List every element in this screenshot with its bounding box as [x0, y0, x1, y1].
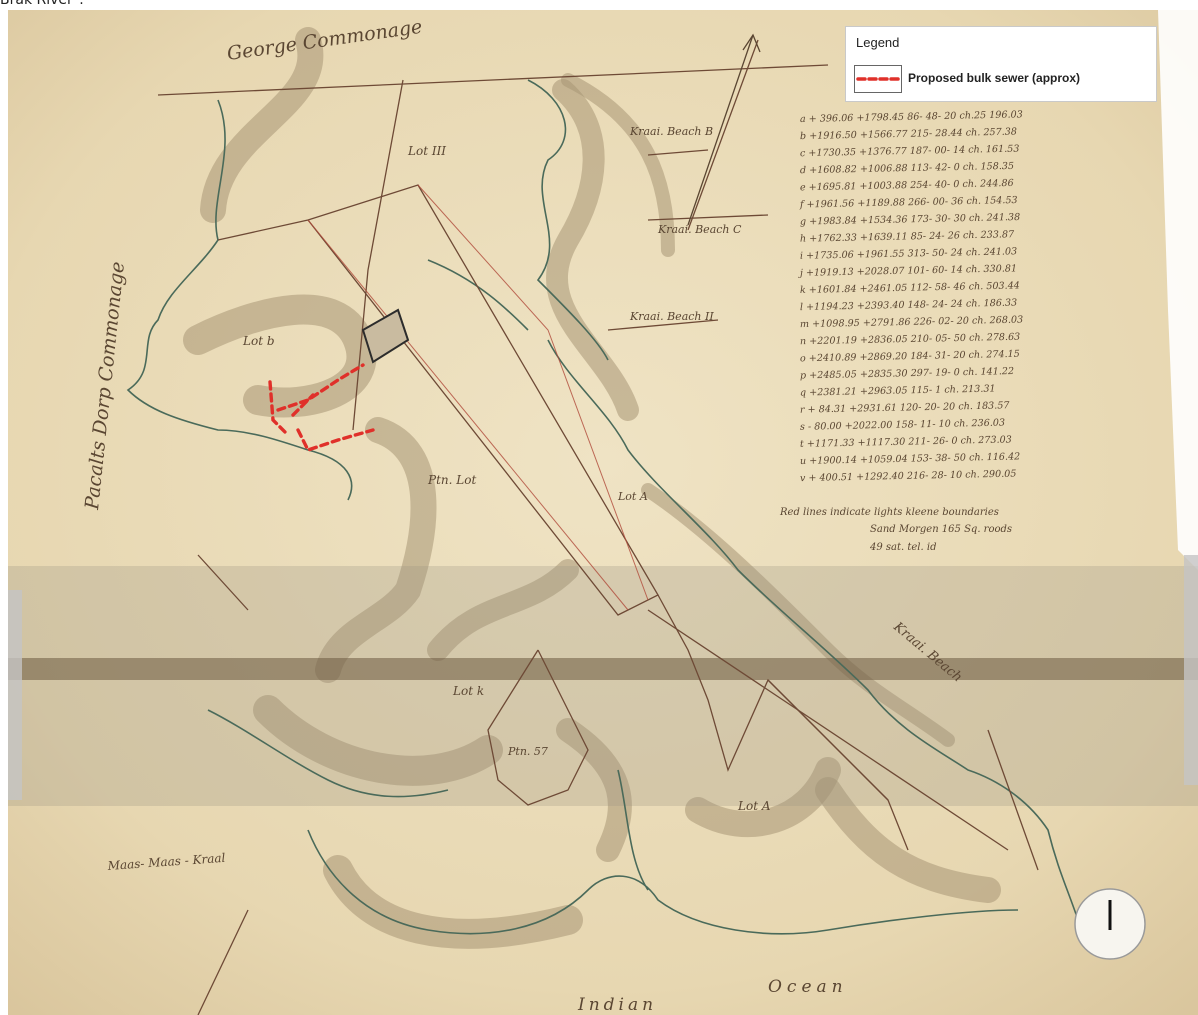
label-kraai-c: Kraai. Beach C — [657, 223, 742, 236]
survey-table-row: l +1194.23 +2393.40 148- 24- 24 ch. 186.… — [800, 298, 1017, 314]
survey-table-row: s - 80.00 +2022.00 158- 11- 10 ch. 236.0… — [800, 418, 1005, 433]
label-lot-iii: Lot III — [407, 144, 446, 158]
survey-table-row: o +2410.89 +2869.20 184- 31- 20 ch. 274.… — [800, 349, 1020, 365]
red-boundaries — [307, 184, 649, 611]
label-lot-b: Lot b — [242, 334, 275, 348]
label-ocean: Ocean — [768, 977, 848, 997]
paper-edge — [1158, 10, 1198, 570]
lot-boundaries — [157, 39, 1039, 1015]
survey-table-row: f +1961.56 +1189.88 266- 00- 36 ch. 154.… — [799, 195, 1018, 211]
page-caption: Brak River". — [0, 0, 84, 8]
label-ptn-lot: Ptn. Lot — [427, 473, 476, 487]
legend-title: Legend — [856, 35, 900, 50]
survey-note-line: 49 sat. tel. id — [869, 542, 936, 553]
map-legend: Legend Proposed bulk sewer (approx) — [845, 26, 1157, 102]
proposed-bulk-sewer — [268, 363, 375, 453]
legend-label-sewer: Proposed bulk sewer (approx) — [908, 71, 1081, 85]
north-arrow-icon — [1074, 888, 1146, 960]
survey-table-row: q +2381.21 +2963.05 115- 1 ch. 213.31 — [800, 384, 996, 399]
survey-note-line: Sand Morgen 165 Sq. roods — [870, 524, 1012, 535]
taped-strip — [8, 566, 1198, 806]
label-ptn-57: Ptn. 57 — [507, 745, 548, 758]
survey-table-row: m +1098.95 +2791.86 226- 02- 20 ch. 268.… — [800, 315, 1023, 331]
survey-table-row: g +1983.84 +1534.36 173- 30- 30 ch. 241.… — [800, 212, 1020, 228]
label-lot-a-low: Lot A — [737, 799, 771, 813]
legend-swatch-sewer — [854, 65, 902, 93]
label-kraai-ii: Kraai. Beach II — [629, 310, 714, 323]
survey-table-row: e +1695.81 +1003.88 254- 40- 0 ch. 244.8… — [800, 178, 1014, 193]
survey-table-row: c +1730.35 +1376.77 187- 00- 14 ch. 161.… — [800, 144, 1020, 160]
survey-table-row: i +1735.06 +1961.55 313- 50- 24 ch. 241.… — [800, 246, 1017, 262]
survey-table-row: r + 84.31 +2931.61 120- 20- 20 ch. 183.5… — [800, 400, 1011, 415]
survey-table-row: u +1900.14 +1059.04 153- 38- 50 ch. 116.… — [800, 451, 1021, 467]
survey-coordinate-table: a + 396.06 +1798.45 86- 48- 20 ch.25 196… — [798, 109, 1023, 484]
survey-table-row: j +1919.13 +2028.07 101- 60- 14 ch. 330.… — [798, 263, 1017, 279]
survey-table-row: n +2201.19 +2836.05 210- 05- 50 ch. 278.… — [800, 332, 1021, 348]
coastline — [126, 79, 1079, 935]
survey-notes: Red lines indicate lights kleene boundar… — [779, 507, 1012, 553]
north-arrow-sketch — [687, 33, 761, 226]
survey-map: George Commonage Pacalts Dorp Commonage … — [8, 10, 1198, 1015]
survey-table-row: d +1608.82 +1006.88 113- 42- 0 ch. 158.3… — [800, 161, 1014, 176]
survey-table-row: h +1762.33 +1639.11 85- 24- 26 ch. 233.8… — [800, 229, 1015, 245]
survey-table-row: p +2485.05 +2835.30 297- 19- 0 ch. 141.2… — [800, 366, 1014, 381]
survey-note-line: Red lines indicate lights kleene boundar… — [779, 507, 999, 518]
label-lot-a-mid: Lot A — [617, 490, 648, 503]
site-block — [361, 308, 410, 364]
survey-table-row: t +1171.33 +1117.30 211- 26- 0 ch. 273.0… — [800, 434, 1012, 449]
label-indian: Indian — [577, 995, 657, 1015]
map-viewport[interactable]: George Commonage Pacalts Dorp Commonage … — [8, 10, 1198, 1015]
fold-line — [8, 658, 1198, 680]
label-kraai-b: Kraai. Beach B — [629, 125, 713, 138]
survey-table-row: a + 396.06 +1798.45 86- 48- 20 ch.25 196… — [800, 109, 1023, 125]
survey-table-row: k +1601.84 +2461.05 112- 58- 46 ch. 503.… — [800, 280, 1020, 296]
survey-table-row: b +1916.50 +1566.77 215- 28.44 ch. 257.3… — [800, 127, 1017, 143]
survey-table-row: v + 400.51 +1292.40 216- 28- 10 ch. 290.… — [800, 469, 1017, 485]
label-lot-k: Lot k — [452, 684, 484, 698]
